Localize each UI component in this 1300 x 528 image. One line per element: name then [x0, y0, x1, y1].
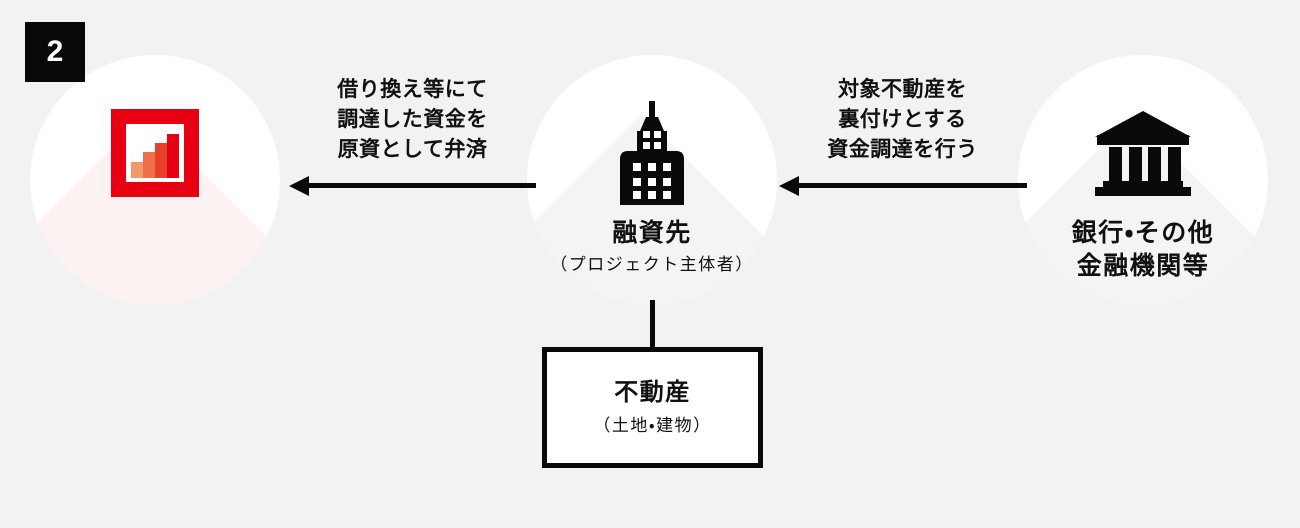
connector-line — [650, 300, 655, 350]
arrow-label-line: 対象不動産を — [838, 78, 967, 101]
node-caption: 融資先 （プロジェクト主体者） — [497, 217, 807, 277]
chart-bar — [167, 134, 179, 178]
bank-icon — [1018, 101, 1268, 205]
node-label-sub: 金融機関等 — [1076, 251, 1210, 280]
node-caption: 銀行・その他 金融機関等 — [988, 217, 1298, 282]
arrow-label-line: 借り換え等にて — [337, 78, 488, 101]
arrow-head-icon — [779, 176, 799, 196]
chart-bar — [143, 152, 155, 178]
arrow-head-icon — [289, 176, 309, 196]
node-repayment — [30, 55, 280, 305]
arrow-label-line: 原資として弁済 — [337, 137, 488, 161]
node-disc — [1018, 55, 1268, 305]
bar-chart-icon — [30, 101, 280, 205]
arrow-shaft — [305, 183, 536, 188]
arrow-shaft — [795, 183, 1027, 188]
node-label-main: 銀行・その他 — [1071, 219, 1215, 247]
node-label-sub: （プロジェクト主体者） — [550, 254, 754, 274]
chart-bar — [155, 143, 167, 178]
node-borrower: 融資先 （プロジェクト主体者） — [527, 55, 777, 305]
node-bank: 銀行・その他 金融機関等 — [1018, 55, 1268, 305]
property-box-label-sub: （土地・建物） — [593, 416, 712, 436]
arrow-label-funding: 対象不動産を 裏付けとする 資金調達を行う — [775, 75, 1030, 164]
arrow-label-line: 裏付けとする — [838, 107, 967, 131]
office-building-icon — [527, 101, 777, 205]
step-badge: 2 — [25, 22, 85, 82]
chart-bar — [131, 162, 143, 178]
property-box-label-main: 不動産 — [614, 379, 691, 406]
arrow-funding-flow — [779, 176, 1027, 196]
arrow-label-line: 資金調達を行う — [827, 137, 978, 161]
arrow-repayment-flow — [289, 176, 536, 196]
arrow-label-line: 調達した資金を — [337, 107, 488, 131]
property-box: 不動産 （土地・建物） — [542, 347, 763, 468]
arrow-label-repayment: 借り換え等にて 調達した資金を 原資として弁済 — [285, 75, 540, 164]
node-label-main: 融資先 — [612, 219, 692, 247]
